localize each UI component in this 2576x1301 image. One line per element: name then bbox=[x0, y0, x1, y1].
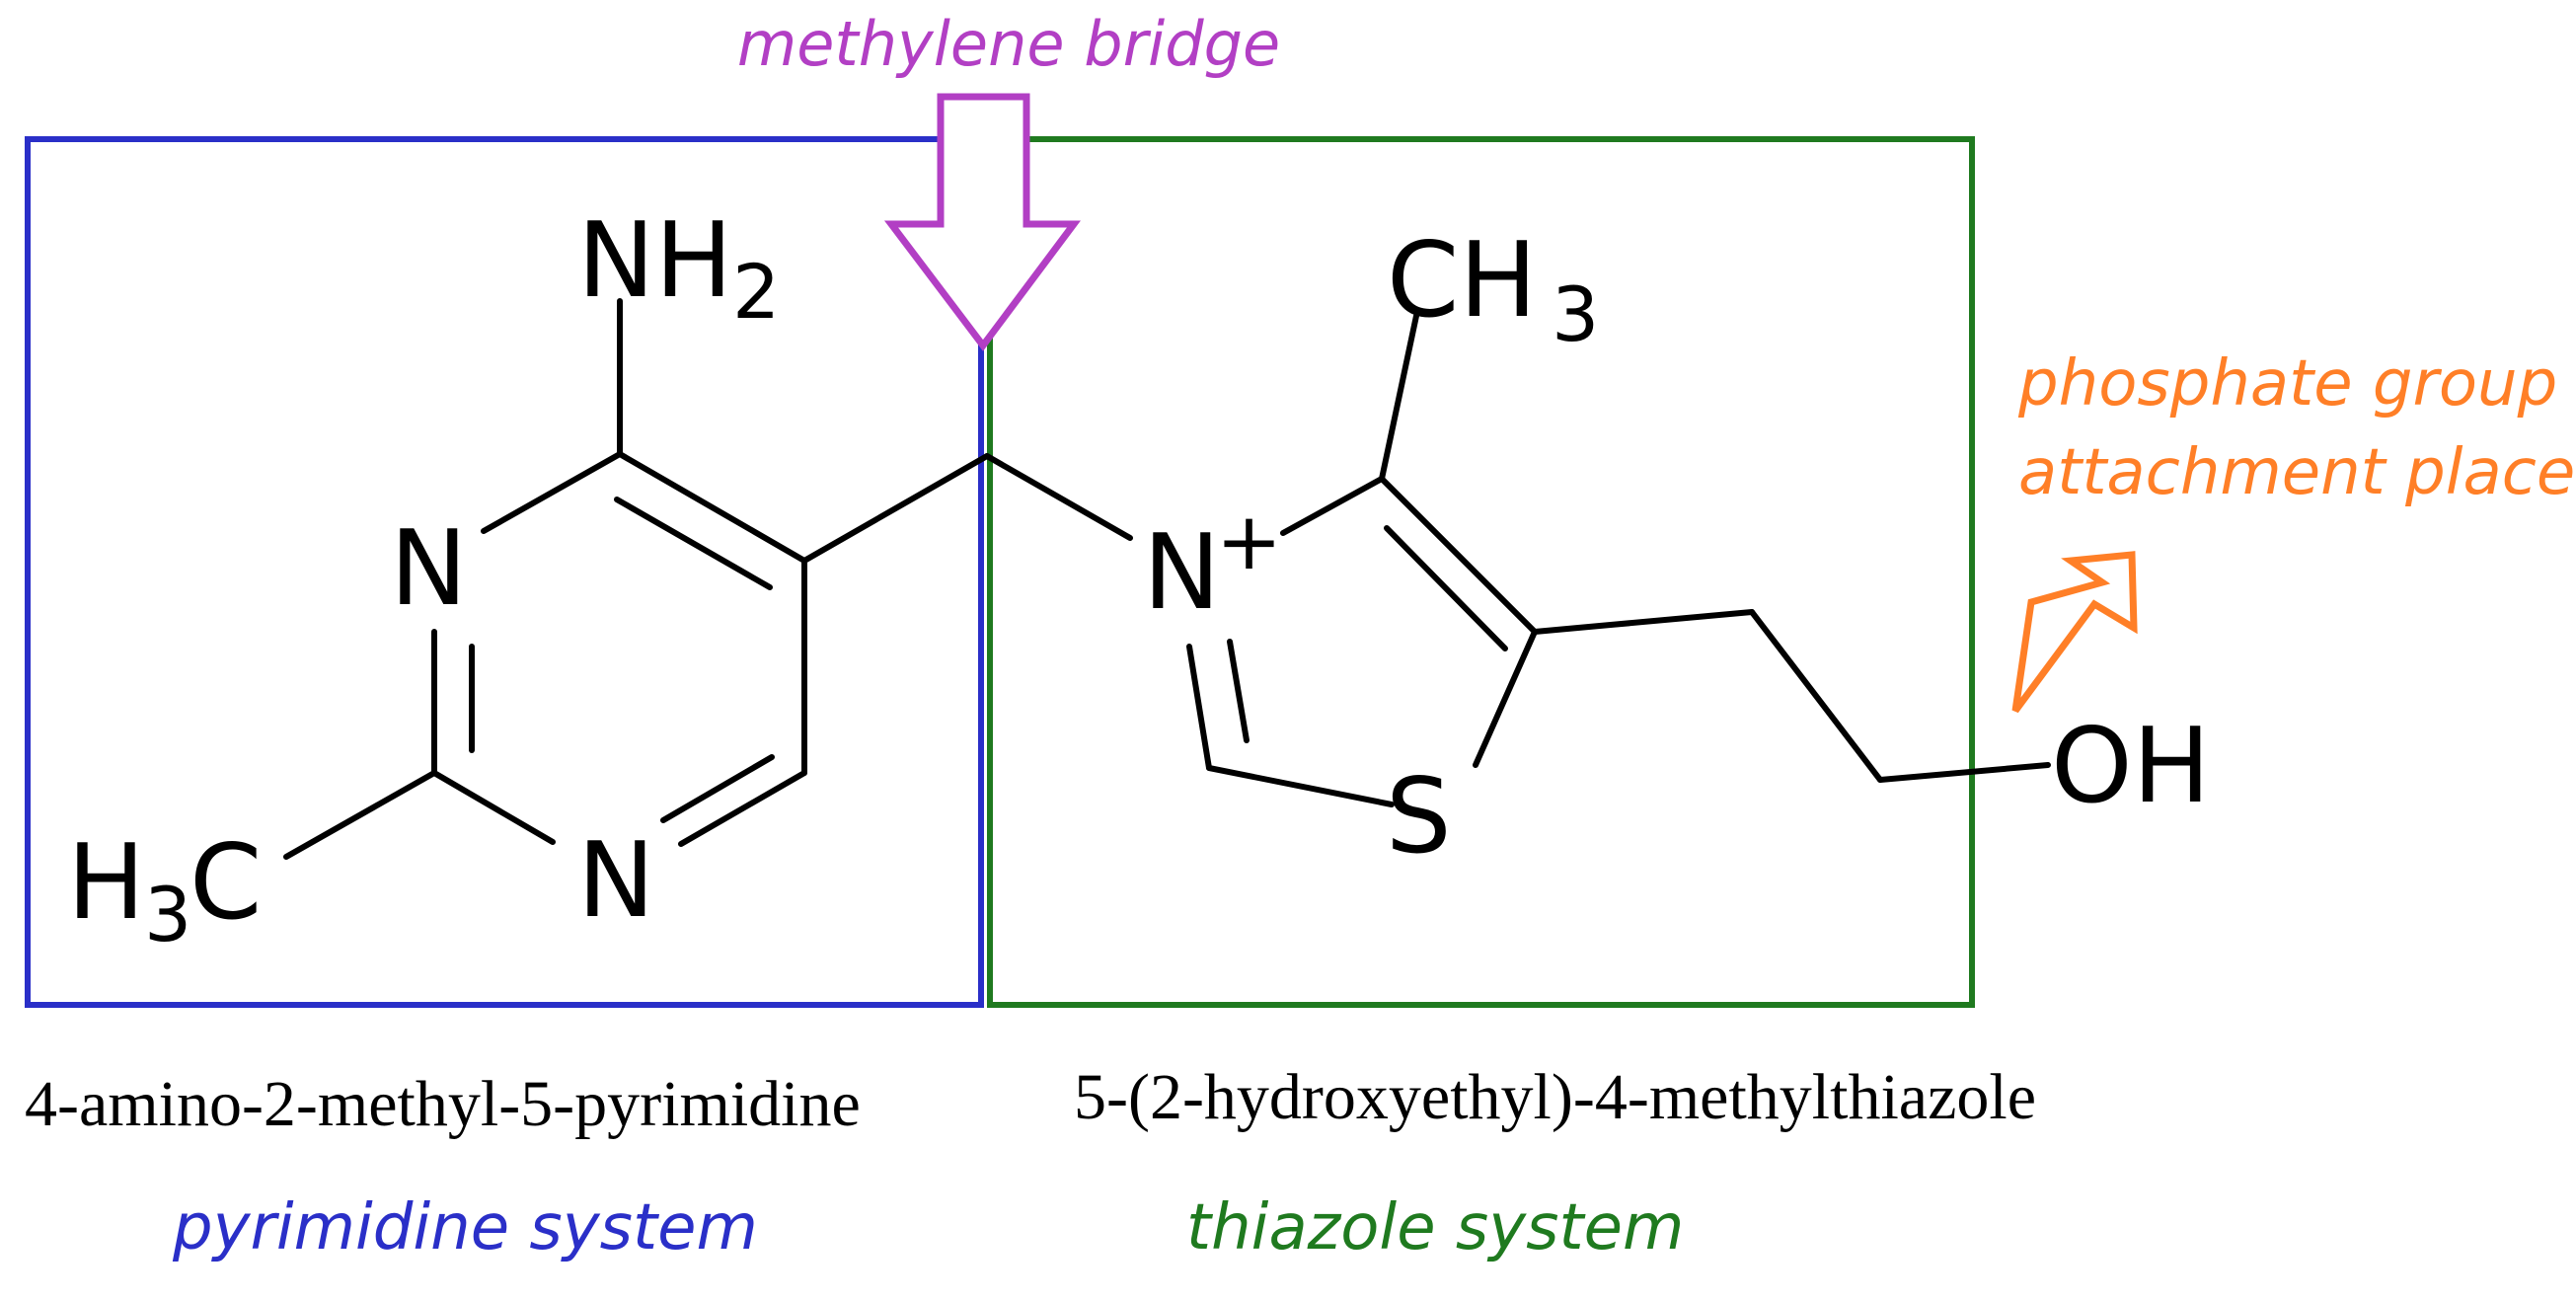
methyl-c: C bbox=[189, 822, 262, 943]
pyrimidine-system-label: pyrimidine system bbox=[172, 1191, 758, 1264]
phosphate-arrow bbox=[2011, 551, 2138, 714]
thiazole-s: S bbox=[1386, 756, 1452, 877]
thiazolium-charge: + bbox=[1216, 496, 1282, 587]
pyrimidine-n1: N bbox=[390, 508, 468, 629]
methylene-bridge-arrow bbox=[883, 93, 1081, 351]
hydroxyl-oh: OH bbox=[2051, 706, 2211, 826]
phosphate-label-line2: attachment place bbox=[2018, 436, 2575, 509]
thiazole-methyl-subscript: 3 bbox=[1552, 270, 1599, 358]
atom-labels: NH 2 N N H 3 C N + S CH 3 OH bbox=[67, 200, 2211, 958]
thiazolium-n: N bbox=[1143, 512, 1221, 633]
pyrimidine-iupac-name: 4-amino-2-methyl-5-pyrimidine bbox=[25, 1068, 861, 1140]
methyl-subscript-left: 3 bbox=[144, 871, 191, 958]
pyrimidine-system-box bbox=[25, 136, 984, 1008]
thiazole-system-box bbox=[987, 136, 1975, 1008]
pyrimidine-n3: N bbox=[577, 820, 655, 941]
thiazole-methyl-ch: CH bbox=[1387, 220, 1537, 341]
methyl-h: H bbox=[67, 822, 145, 943]
amine-nh: NH bbox=[577, 200, 733, 321]
molecule-bonds bbox=[283, 298, 2051, 860]
amine-subscript: 2 bbox=[732, 248, 780, 336]
thiazole-system-label: thiazole system bbox=[1186, 1191, 1684, 1264]
methylene-bridge-label: methylene bridge bbox=[737, 8, 1280, 80]
thiazole-iupac-name: 5-(2-hydroxyethyl)-4-methylthiazole bbox=[1074, 1061, 2036, 1133]
phosphate-label-line1: phosphate group bbox=[2017, 347, 2557, 421]
amine-nh-text: NH bbox=[577, 200, 733, 321]
